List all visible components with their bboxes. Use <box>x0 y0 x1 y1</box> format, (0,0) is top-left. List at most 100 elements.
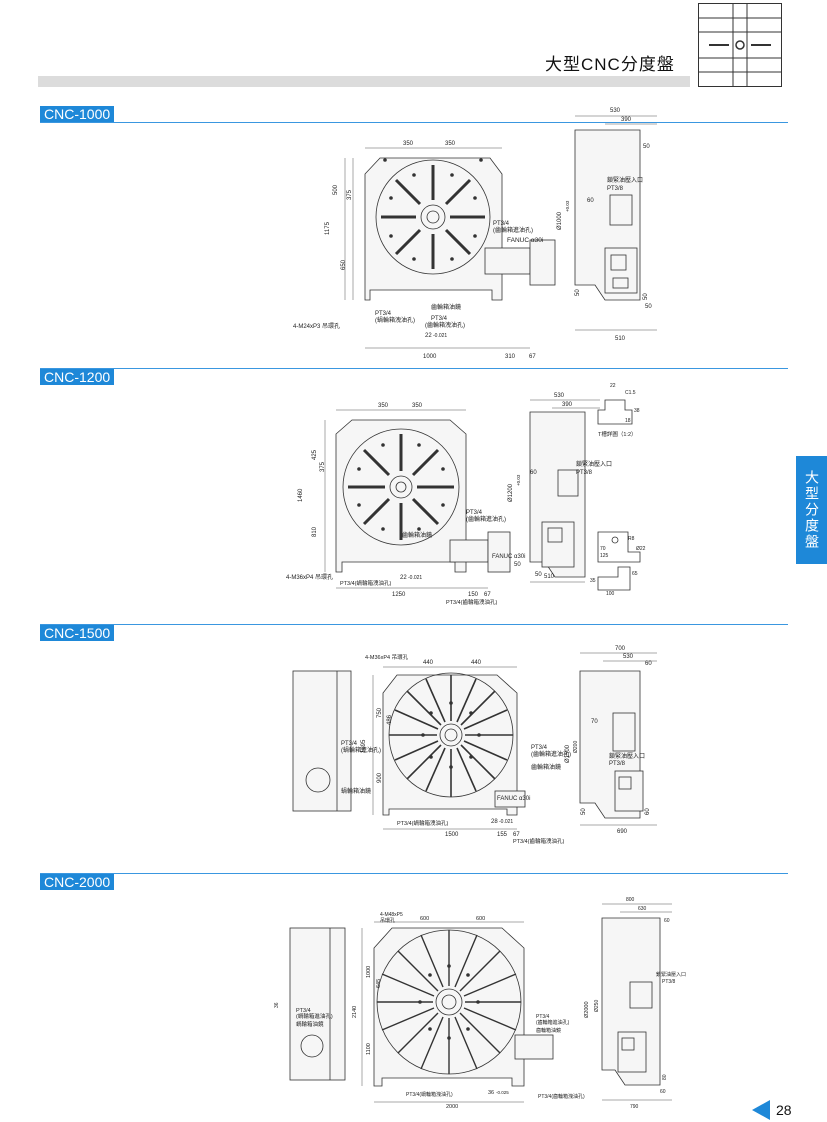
cnc-2000-front-view: 4-M48xP5 吊環孔 600 600 1000 645 2140 1100 … <box>352 912 585 1110</box>
svg-text:60: 60 <box>664 918 670 924</box>
svg-text:390: 390 <box>621 117 632 123</box>
cnc-1500-side-view: 700 530 60 70 Ø1500 Ø200 50 60 690 鎖緊油壓入… <box>565 646 657 835</box>
svg-text:R8: R8 <box>628 536 635 542</box>
svg-text:50: 50 <box>514 562 521 568</box>
svg-text:22: 22 <box>610 383 616 389</box>
indexing-plate-logo <box>698 3 782 87</box>
svg-text:60: 60 <box>530 470 537 476</box>
svg-text:350: 350 <box>445 141 456 147</box>
svg-text:PT3/8: PT3/8 <box>662 979 676 985</box>
t-slot-plate-icon <box>699 4 781 86</box>
svg-text:+0.03: +0.03 <box>565 200 570 212</box>
svg-text:67: 67 <box>529 354 536 360</box>
cnc-1000-drawing: 350 350 500 375 1175 650 1000 310 67 PT3… <box>293 108 657 360</box>
svg-text:FANUC α30i: FANUC α30i <box>507 237 543 244</box>
svg-text:PT3/4: PT3/4 <box>493 221 510 227</box>
section-divider <box>40 368 788 369</box>
svg-text:50: 50 <box>575 289 581 296</box>
svg-text:36: 36 <box>274 1002 280 1008</box>
svg-text:T槽詳圖（1:2）: T槽詳圖（1:2） <box>598 430 637 438</box>
svg-text:155: 155 <box>497 832 508 838</box>
svg-text:4-M36xP4 吊環孔: 4-M36xP4 吊環孔 <box>365 653 409 661</box>
cnc-1000-front-view: 350 350 500 375 1175 650 1000 310 67 PT3… <box>293 141 556 360</box>
svg-text:Ø2000: Ø2000 <box>584 1001 590 1018</box>
svg-text:1695: 1695 <box>361 739 367 753</box>
svg-text:FANUC α30i: FANUC α30i <box>492 554 525 560</box>
svg-text:PT3/4: PT3/4 <box>341 741 358 747</box>
cnc-1200-foot-detail: 70 125 35 100 65 Ø22 R8 <box>590 531 646 597</box>
svg-text:(齒輪箱進油孔): (齒輪箱進油孔) <box>536 1019 570 1026</box>
svg-text:Ø1500: Ø1500 <box>565 744 571 763</box>
svg-text:齒輪箱油鏡: 齒輪箱油鏡 <box>431 303 461 311</box>
svg-text:4-M48xP5: 4-M48xP5 <box>380 912 403 918</box>
section-divider <box>40 624 788 625</box>
cnc-1000-side-view: 530 390 50 60 50 50 50 510 Ø1000 +0.03 鎖… <box>557 108 657 342</box>
page-arrow-icon <box>752 1100 770 1120</box>
svg-text:1175: 1175 <box>325 221 331 235</box>
svg-text:600: 600 <box>476 916 485 922</box>
svg-text:鎖緊油壓入口: 鎖緊油壓入口 <box>576 460 612 468</box>
section-label-cnc-1500: CNC-1500 <box>40 625 115 641</box>
svg-text:530: 530 <box>610 108 621 114</box>
svg-text:PT3/4: PT3/4 <box>431 316 448 322</box>
svg-text:Ø1000: Ø1000 <box>557 211 563 230</box>
svg-text:350: 350 <box>403 141 414 147</box>
svg-text:PT3/4: PT3/4 <box>466 510 483 516</box>
cnc-1200-tslot-detail: 22 C1.5 38 18 T槽詳圖（1:2） <box>597 383 640 438</box>
cnc-2000-drawing: 36 PT3/4 (蝸輪箱進油孔) 蝸輪箱油鏡 4-M48xP5 吊環孔 600 <box>274 897 686 1110</box>
svg-text:(蝸輪箱進油孔): (蝸輪箱進油孔) <box>341 746 381 754</box>
svg-text:67: 67 <box>484 592 491 598</box>
cnc-1500-left-view: PT3/4 (蝸輪箱進油孔) 蝸輪箱油鏡 <box>292 670 381 812</box>
svg-text:700: 700 <box>615 646 626 652</box>
svg-text:50: 50 <box>643 293 649 300</box>
svg-text:510: 510 <box>615 336 626 342</box>
svg-text:50: 50 <box>645 304 652 310</box>
svg-text:鎖緊油壓入口: 鎖緊油壓入口 <box>609 752 645 760</box>
svg-text:PT3/8: PT3/8 <box>576 470 593 476</box>
svg-text:35: 35 <box>590 578 596 584</box>
svg-text:(蝸輪箱進油孔): (蝸輪箱進油孔) <box>296 1012 333 1020</box>
svg-text:-0.025: -0.025 <box>496 1090 509 1095</box>
svg-text:600: 600 <box>420 916 429 922</box>
svg-text:530: 530 <box>554 393 565 399</box>
svg-text:28: 28 <box>491 819 498 825</box>
svg-text:486: 486 <box>387 714 393 725</box>
svg-text:500: 500 <box>333 184 339 195</box>
header-bar <box>38 76 690 87</box>
svg-text:18: 18 <box>625 418 631 424</box>
svg-text:50: 50 <box>535 572 542 578</box>
svg-text:22: 22 <box>425 333 432 339</box>
section-label-cnc-1200: CNC-1200 <box>40 369 115 385</box>
svg-text:440: 440 <box>471 660 482 666</box>
page-number: 28 <box>776 1102 792 1118</box>
svg-text:690: 690 <box>617 829 628 835</box>
svg-text:PT3/4(蝸輪箱洩油孔): PT3/4(蝸輪箱洩油孔) <box>406 1091 453 1098</box>
svg-text:1100: 1100 <box>366 1043 372 1055</box>
svg-text:800: 800 <box>626 897 635 903</box>
svg-text:350: 350 <box>378 403 389 409</box>
cnc-1500-drawing: PT3/4 (蝸輪箱進油孔) 蝸輪箱油鏡 4-M36xP4 吊環孔 440 44… <box>292 646 657 845</box>
svg-text:+0.03: +0.03 <box>516 474 521 486</box>
svg-text:-0.021: -0.021 <box>499 819 513 825</box>
svg-text:(齒輪箱進油孔): (齒輪箱進油孔) <box>466 515 506 523</box>
svg-text:Ø250: Ø250 <box>594 1000 600 1012</box>
svg-text:80: 80 <box>662 1074 668 1080</box>
svg-text:PT3/4(蝸輪箱洩油孔): PT3/4(蝸輪箱洩油孔) <box>397 819 449 827</box>
svg-text:(齒輪箱進油孔): (齒輪箱進油孔) <box>531 750 571 758</box>
svg-text:鎖緊油壓入口: 鎖緊油壓入口 <box>656 971 686 978</box>
svg-text:1000: 1000 <box>366 966 372 978</box>
section-divider <box>40 122 788 123</box>
svg-text:60: 60 <box>660 1089 666 1095</box>
svg-text:PT3/4(齒輪箱洩油孔): PT3/4(齒輪箱洩油孔) <box>538 1093 585 1100</box>
svg-text:1000: 1000 <box>423 354 437 360</box>
svg-text:(齒輪箱進油孔): (齒輪箱進油孔) <box>493 226 533 234</box>
svg-text:100: 100 <box>606 591 615 597</box>
category-side-tab[interactable]: 大型分度盤 <box>796 456 827 564</box>
svg-text:PT3/4: PT3/4 <box>296 1008 311 1014</box>
svg-text:Ø200: Ø200 <box>573 741 579 753</box>
svg-text:50: 50 <box>643 144 650 150</box>
svg-text:PT3/4(蝸輪箱洩油孔): PT3/4(蝸輪箱洩油孔) <box>340 579 392 587</box>
svg-text:750: 750 <box>377 707 383 718</box>
svg-text:2140: 2140 <box>352 1006 358 1018</box>
svg-text:PT3/4: PT3/4 <box>531 745 548 751</box>
